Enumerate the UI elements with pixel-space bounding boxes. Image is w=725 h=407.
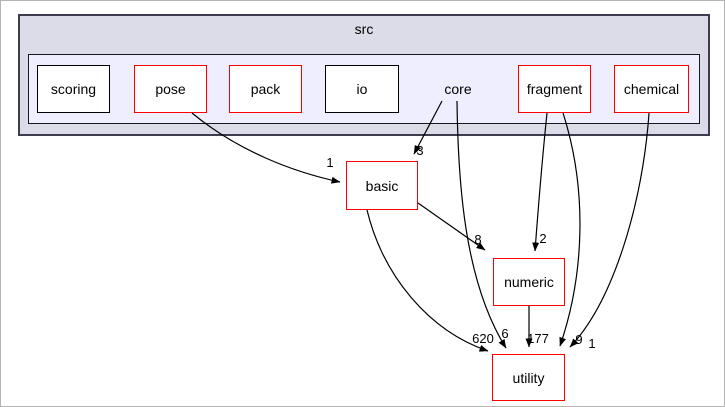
node-chemical[interactable]: chemical xyxy=(614,65,689,113)
node-fragment-label: fragment xyxy=(526,81,583,97)
edge-label-pose-to-basic[interactable]: 1 xyxy=(326,155,333,170)
edge-core-to-utility xyxy=(456,100,507,349)
node-numeric-label: numeric xyxy=(504,274,554,290)
node-core: core xyxy=(430,65,486,113)
edge-core-to-basic xyxy=(413,100,443,155)
edge-fragment-to-utility xyxy=(559,112,581,347)
edge-label-fragment-to-numeric[interactable]: 2 xyxy=(539,231,546,246)
node-chemical-label: chemical xyxy=(623,81,680,97)
edge-label-basic-to-utility[interactable]: 620 xyxy=(472,331,494,346)
node-scoring-label: scoring xyxy=(50,81,97,97)
node-pack[interactable]: pack xyxy=(229,65,302,113)
node-basic-label: basic xyxy=(365,177,399,194)
cluster-src-label[interactable]: src xyxy=(354,21,374,37)
edge-label-core-to-utility[interactable]: 6 xyxy=(501,326,508,341)
edge-basic-to-utility xyxy=(366,209,489,352)
edge-label-core-to-basic[interactable]: 3 xyxy=(416,143,423,158)
edge-basic-to-numeric xyxy=(417,202,486,251)
node-utility-label: utility xyxy=(512,369,545,386)
node-core-label: core xyxy=(444,81,472,97)
edge-label-basic-to-numeric[interactable]: 8 xyxy=(474,232,481,247)
node-fragment[interactable]: fragment xyxy=(518,65,591,113)
edge-label-fragment-to-utility[interactable]: 9 xyxy=(575,332,582,347)
node-basic[interactable]: basic xyxy=(346,161,418,210)
node-numeric[interactable]: numeric xyxy=(493,258,565,306)
edge-label-numeric-to-utility[interactable]: 177 xyxy=(527,331,549,346)
edge-chemical-to-utility xyxy=(569,112,650,348)
edge-fragment-to-numeric xyxy=(532,112,548,252)
node-pack-label: pack xyxy=(250,81,281,97)
edge-labels: 1 3 6 8 620 2 9 177 1 xyxy=(326,143,595,351)
node-utility[interactable]: utility xyxy=(492,354,565,401)
node-scoring[interactable]: scoring xyxy=(37,65,110,113)
edge-label-chemical-to-utility[interactable]: 1 xyxy=(588,336,595,351)
edge-paths xyxy=(191,100,650,352)
node-io[interactable]: io xyxy=(325,65,399,113)
node-io-label: io xyxy=(356,81,368,97)
node-pose-label: pose xyxy=(155,81,186,97)
node-pose[interactable]: pose xyxy=(134,65,207,113)
edge-pose-to-basic xyxy=(191,112,341,184)
